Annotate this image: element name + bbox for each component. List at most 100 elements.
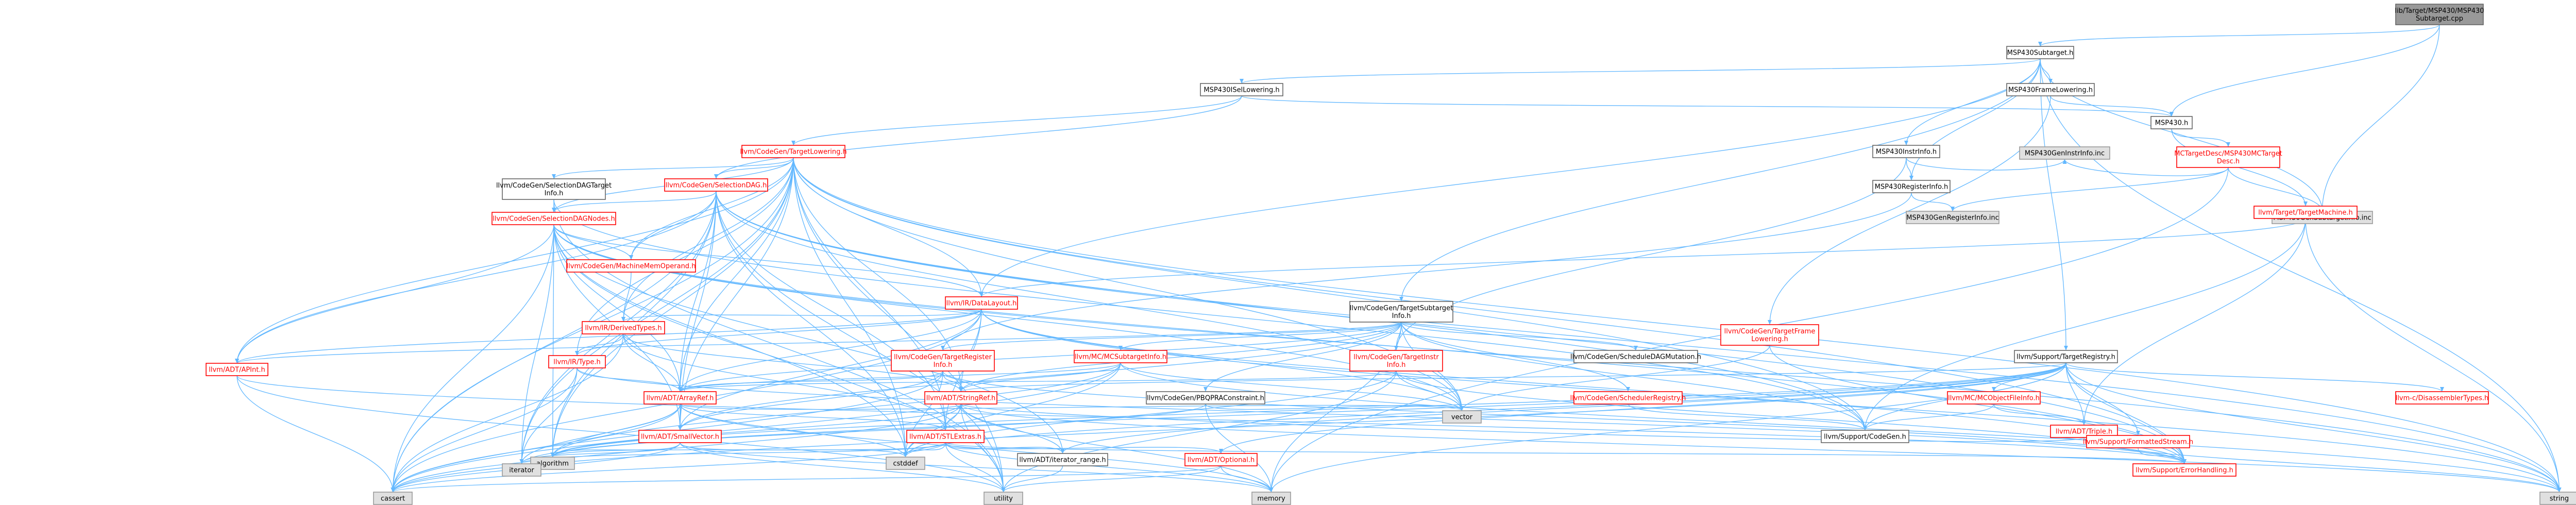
edge-targetreg-to-fmtstream [2065,362,2139,436]
node-errh[interactable]: llvm/Support/ErrorHandling.h [2132,463,2236,477]
node-box [1146,391,1265,405]
edge-targetreg-to-iterrange [1062,362,2066,454]
edge-tinstr-to-errh [1396,371,2185,464]
node-seldagn[interactable]: llvm/CodeGen/SelectionDAGNodes.h [492,212,616,225]
node-msp[interactable]: MSP430.h [2150,116,2193,129]
edge-seldag-to-apint [236,191,717,364]
node-mcobj[interactable]: llvm/MC/MCObjectFileInfo.h [1947,391,2041,405]
node-reginfo[interactable]: MSP430RegisterInfo.h [1872,180,1951,193]
edge-seldag-to-mmo [631,191,717,260]
edge-tsi-to-schedreg [1401,322,1629,392]
edge-seldagn-to-algorithm [552,224,554,458]
node-label: iterator [509,467,534,475]
node-schedreg[interactable]: llvm/CodeGen/SchedulerRegistry.h [1570,391,1686,405]
node-type[interactable]: llvm/IR/Type.h [548,355,606,368]
edge-tlow-to-seldag [716,157,794,179]
edge-dtypes-to-arrayref [623,333,681,392]
node-label: llvm/ADT/Optional.h [1188,457,1255,464]
node-label: llvm/ADT/iterator_range.h [1019,457,1106,464]
edge-mcsub-to-string [1120,362,2560,493]
node-label: llvm/ADT/STLExtras.h [909,433,981,441]
node-dl[interactable]: llvm/IR/DataLayout.h [945,296,1018,310]
node-label: cstddef [893,460,918,468]
node-box [566,259,696,273]
node-arrayref[interactable]: llvm/ADT/ArrayRef.h [643,391,717,405]
edge-targetreg-to-disasm [2065,362,2443,392]
node-tlow[interactable]: llvm/CodeGen/TargetLowering.h [740,145,847,158]
node-fmtstream[interactable]: llvm/Support/FormattedStream.h [2083,435,2193,448]
edge-tlow-to-errh [793,157,2185,464]
node-label: llvm/CodeGen/PBQPRAConstraint.h [1147,395,1264,402]
edge-tsi-to-strref [960,322,1402,392]
node-isel[interactable]: MSP430ISelLowering.h [1200,83,1283,96]
node-tm[interactable]: llvm/Target/TargetMachine.h [2253,206,2358,219]
edge-st-to-gensub [2040,58,2323,212]
arrowhead-msp [2170,112,2174,116]
edge-seldagn-to-cassert [392,224,554,493]
edge-smallvec-to-iterator [521,442,681,464]
edge-apint-to-cassert [236,375,394,493]
arrowhead-cassert [391,487,395,492]
node-box [1442,410,1482,424]
node-targetreg[interactable]: llvm/Support/TargetRegistry.h [2014,350,2118,363]
node-label: Info.h [934,361,953,369]
node-frame[interactable]: MSP430FrameLowering.h [2006,83,2095,96]
edge-dl-to-dtypes [623,309,982,322]
edge-stlextras-to-optional [945,442,1222,454]
arrowhead-optional [1219,449,1223,453]
node-box [2395,4,2484,25]
node-box [1349,301,1453,323]
node-label: Lowering.h [1751,335,1788,343]
node-iterrange[interactable]: llvm/ADT/iterator_range.h [1017,453,1108,466]
node-box [924,391,997,405]
edge-triple-to-strref [960,403,2084,442]
arrowhead-schedmut [1634,346,1638,350]
edge-strref-to-algorithm [552,403,961,458]
node-disasm[interactable]: llvm-c/DisassemblerTypes.h [2395,391,2489,405]
edge-tsi-to-mcsub [1120,322,1402,351]
arrowhead-smallvec [678,426,682,430]
edge-tframe-to-vector [1461,345,1770,411]
node-codegen[interactable]: llvm/Support/CodeGen.h [1821,430,1909,443]
node-schedmut[interactable]: llvm/CodeGen/ScheduleDAGMutation.h [1570,350,1701,363]
node-strref[interactable]: llvm/ADT/StringRef.h [924,391,997,405]
node-seldag[interactable]: llvm/CodeGen/SelectionDAG.h [664,178,768,192]
node-dtypes[interactable]: llvm/IR/DerivedTypes.h [582,321,665,334]
edge-treg-to-cstddef [905,371,943,458]
node-box [1017,453,1108,466]
node-mcsub[interactable]: llvm/MC/MCSubtargetInfo.h [1074,350,1167,363]
node-string: string [2539,492,2576,505]
node-stlextras[interactable]: llvm/ADT/STLExtras.h [906,430,985,443]
node-instr[interactable]: MSP430InstrInfo.h [1872,145,1940,158]
edge-tlow-to-string [793,157,2560,493]
node-box [1947,391,2041,405]
edge-apint-to-errh [236,375,2185,464]
node-optional[interactable]: llvm/ADT/Optional.h [1184,453,1258,466]
edge-tm-to-codegen [1865,218,2306,431]
edge-frame-to-msp [2050,95,2172,117]
node-mmo[interactable]: llvm/CodeGen/MachineMemOperand.h [566,259,696,273]
node-smallvec[interactable]: llvm/ADT/SmallVector.h [638,430,722,443]
node-apint[interactable]: llvm/ADT/APInt.h [206,363,268,376]
edge-reginfo-to-genreg [1911,192,1953,212]
node-pbqp[interactable]: llvm/CodeGen/PBQPRAConstraint.h [1146,391,1265,405]
arrowhead-fmtstream [2136,431,2140,435]
node-box [906,430,985,443]
edge-tlow-to-dl [793,157,982,297]
node-root[interactable]: lib/Target/MSP430/MSP430Subtarget.cpp [2395,4,2484,25]
edge-seldag-to-errh [716,191,2185,464]
node-st[interactable]: MSP430Subtarget.h [2006,46,2074,59]
node-box [2132,463,2236,477]
edge-root-to-st [2040,24,2440,47]
edge-tinstr-to-utility [1003,371,1397,493]
edge-tsi-to-smallvec [680,322,1402,431]
edge-targetreg-to-string [2065,362,2560,493]
arrowhead-mctd [2226,142,2230,147]
edge-tlow-to-stlextras [793,157,946,431]
